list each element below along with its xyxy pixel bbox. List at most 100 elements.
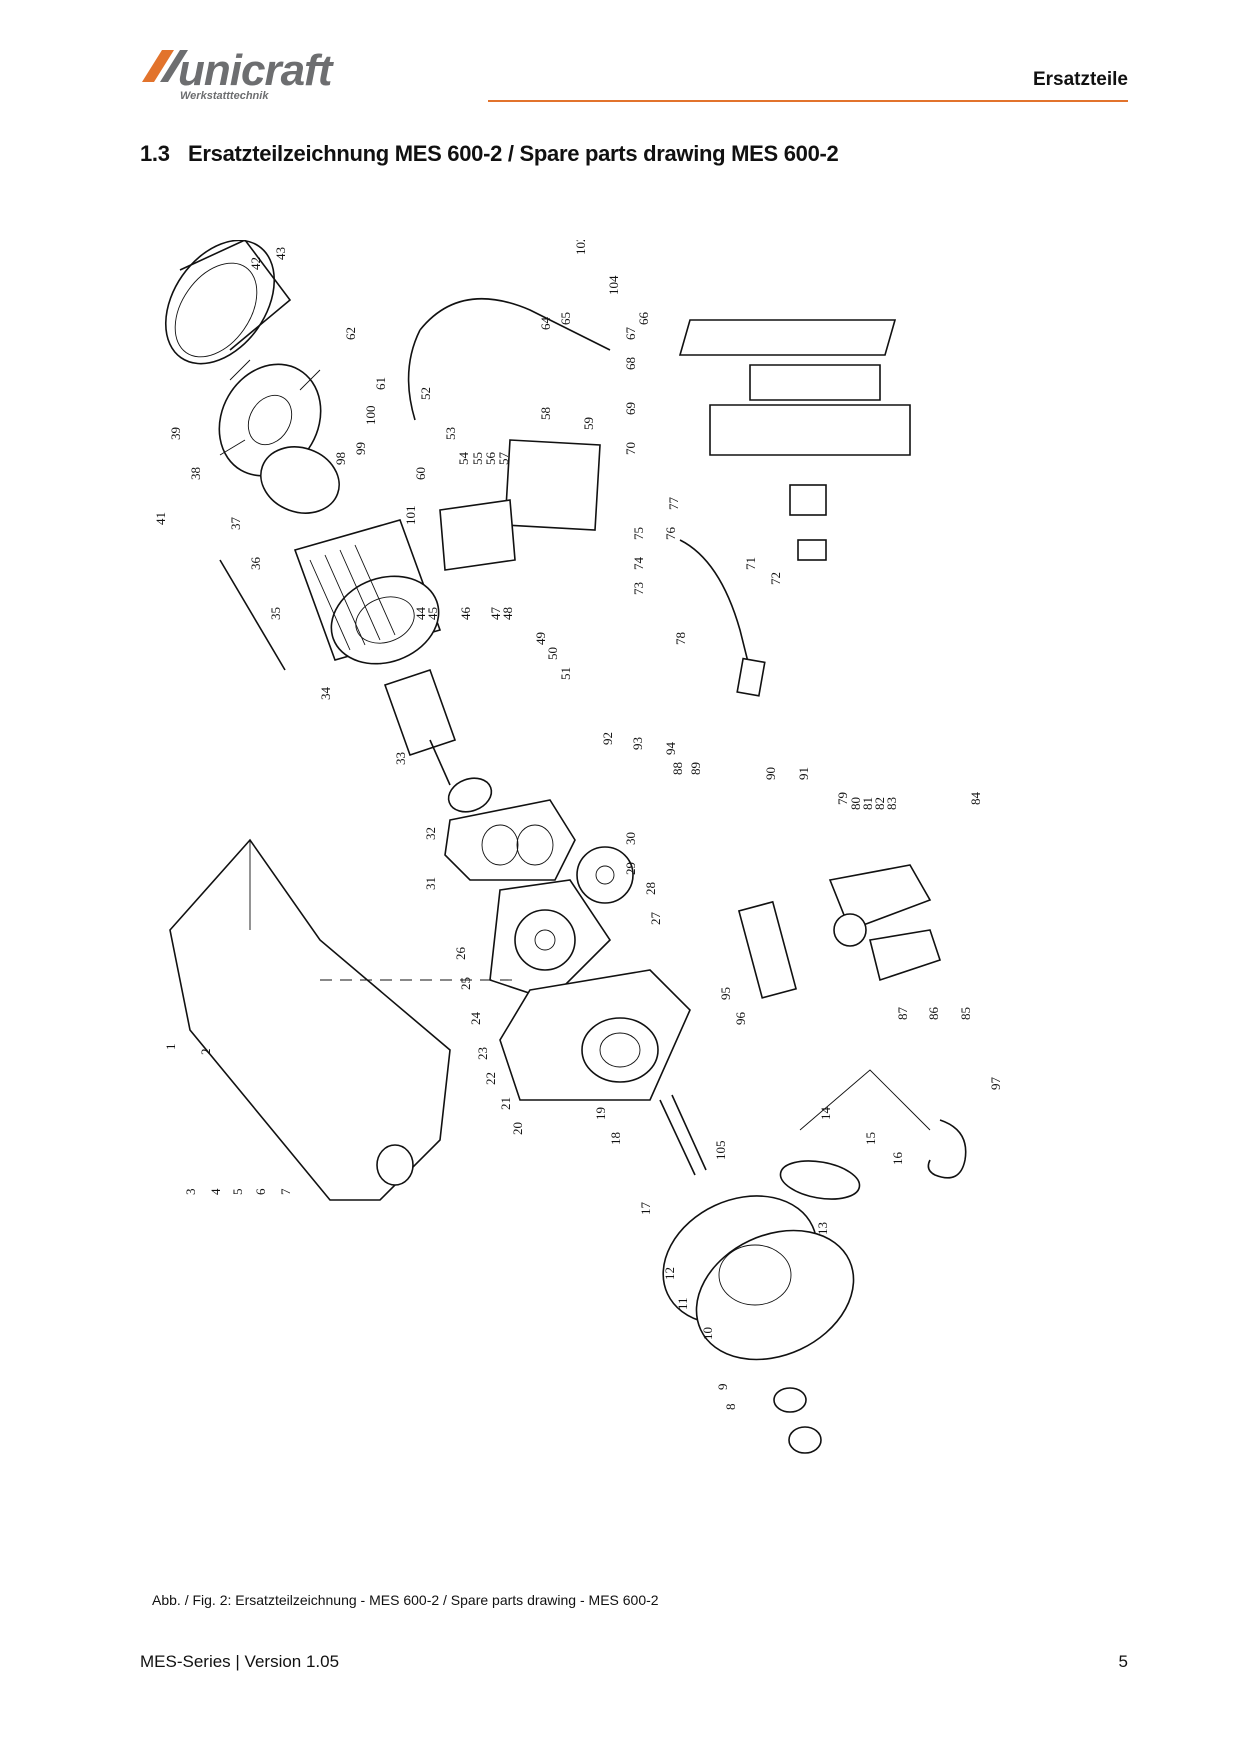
- part-label: 56: [483, 452, 498, 466]
- part-label: 74: [631, 557, 646, 571]
- header-rule: [488, 100, 1128, 102]
- part-label: 105: [713, 1141, 728, 1161]
- part-label: 61: [373, 377, 388, 390]
- part-label: 45: [425, 607, 440, 620]
- part-label: 41: [153, 512, 168, 525]
- part-label: 55: [470, 452, 485, 465]
- part-label: 77: [666, 497, 681, 511]
- part-label: 1: [163, 1044, 178, 1051]
- part-label: 83: [884, 797, 899, 810]
- frame: [169, 838, 520, 1201]
- part-label: 58: [538, 407, 553, 420]
- part-label: 43: [273, 247, 288, 260]
- part-label: 24: [468, 1012, 483, 1026]
- part-label: 42: [248, 257, 263, 270]
- part-label: 29: [623, 862, 638, 875]
- part-label: 81: [860, 797, 875, 810]
- part-label: 95: [718, 987, 733, 1000]
- brand-subtitle: Werkstatttechnik: [180, 90, 269, 102]
- part-label: 93: [630, 737, 645, 750]
- brand-name: unicraft: [178, 46, 332, 95]
- part-label: 23: [475, 1047, 490, 1060]
- section-title-text: Ersatzteilzeichnung MES 600-2 / Spare pa…: [188, 141, 839, 166]
- part-label: 30: [623, 832, 638, 845]
- part-label: 44: [413, 607, 428, 621]
- part-label: 46: [458, 607, 473, 621]
- part-label: 26: [453, 947, 468, 961]
- section-title: 1.3 Ersatzteilzeichnung MES 600-2 / Spare…: [140, 141, 839, 167]
- part-label: 16: [890, 1152, 905, 1166]
- unicraft-logo: unicraft Werkstatttechnik: [140, 46, 380, 108]
- part-label: 84: [968, 792, 983, 806]
- part-label: 13: [815, 1222, 830, 1235]
- part-label: 22: [483, 1072, 498, 1085]
- part-label: 66: [636, 312, 651, 326]
- part-label: 78: [673, 632, 688, 645]
- part-label: 18: [608, 1132, 623, 1145]
- part-label: 99: [353, 442, 368, 455]
- part-label: 92: [600, 732, 615, 745]
- part-label: 47: [488, 607, 503, 621]
- part-label: 88: [670, 762, 685, 775]
- part-label: 87: [895, 1007, 910, 1021]
- winch-drum: [662, 1195, 855, 1361]
- part-label: 73: [631, 582, 646, 595]
- part-label: 38: [188, 467, 203, 480]
- part-label: 96: [733, 1012, 748, 1026]
- part-label: 50: [545, 647, 560, 660]
- part-label: 76: [663, 527, 678, 541]
- header-section-label: Ersatzteile: [1032, 69, 1128, 90]
- part-label: 65: [558, 312, 573, 325]
- part-label: 70: [623, 442, 638, 455]
- part-label: 32: [423, 827, 438, 840]
- part-label: 98: [333, 452, 348, 465]
- part-label: 82: [872, 797, 887, 810]
- part-label: 80: [848, 797, 863, 810]
- switch-housing: [678, 319, 911, 456]
- gears: [489, 846, 634, 1001]
- part-label: 100: [363, 406, 378, 426]
- part-label: 33: [393, 752, 408, 765]
- part-label: 37: [228, 517, 243, 531]
- part-label: 71: [743, 557, 758, 570]
- part-label: 85: [958, 1007, 973, 1020]
- part-label: 102: [573, 240, 588, 255]
- part-label: 72: [768, 572, 783, 585]
- footer-version: MES-Series | Version 1.05: [140, 1652, 340, 1671]
- part-label: 48: [500, 607, 515, 620]
- section-number: 1.3: [140, 141, 170, 166]
- part-label: 69: [623, 402, 638, 415]
- part-label: 2: [198, 1049, 213, 1056]
- part-label: 60: [413, 467, 428, 480]
- part-label: 68: [623, 357, 638, 370]
- part-label: 104: [606, 275, 621, 295]
- part-label: 7: [278, 1188, 293, 1195]
- part-label: 10: [700, 1327, 715, 1340]
- part-label: 57: [496, 452, 511, 466]
- part-label: 19: [593, 1107, 608, 1120]
- part-label: 20: [510, 1122, 525, 1135]
- part-label: 54: [456, 452, 471, 466]
- part-label: 52: [418, 387, 433, 400]
- part-label: 40: [150, 377, 153, 390]
- part-label: 25: [458, 977, 473, 990]
- part-label: 67: [623, 327, 638, 341]
- logo-mark-icon: [142, 50, 188, 82]
- part-label: 79: [835, 792, 850, 805]
- part-label: 14: [818, 1107, 833, 1121]
- part-label: 64: [538, 317, 553, 331]
- part-label: 62: [343, 327, 358, 340]
- part-label: 59: [581, 417, 596, 430]
- figure-caption: Abb. / Fig. 2: Ersatzteilzeichnung - MES…: [152, 1592, 659, 1608]
- part-label: 53: [443, 427, 458, 440]
- part-label: 89: [688, 762, 703, 775]
- part-label: 9: [715, 1384, 730, 1391]
- part-label: 35: [268, 607, 283, 620]
- part-label: 39: [168, 427, 183, 440]
- gearbox-housing: [499, 969, 691, 1101]
- part-label: 91: [796, 767, 811, 780]
- part-label: 31: [423, 877, 438, 890]
- part-label: 21: [498, 1097, 513, 1110]
